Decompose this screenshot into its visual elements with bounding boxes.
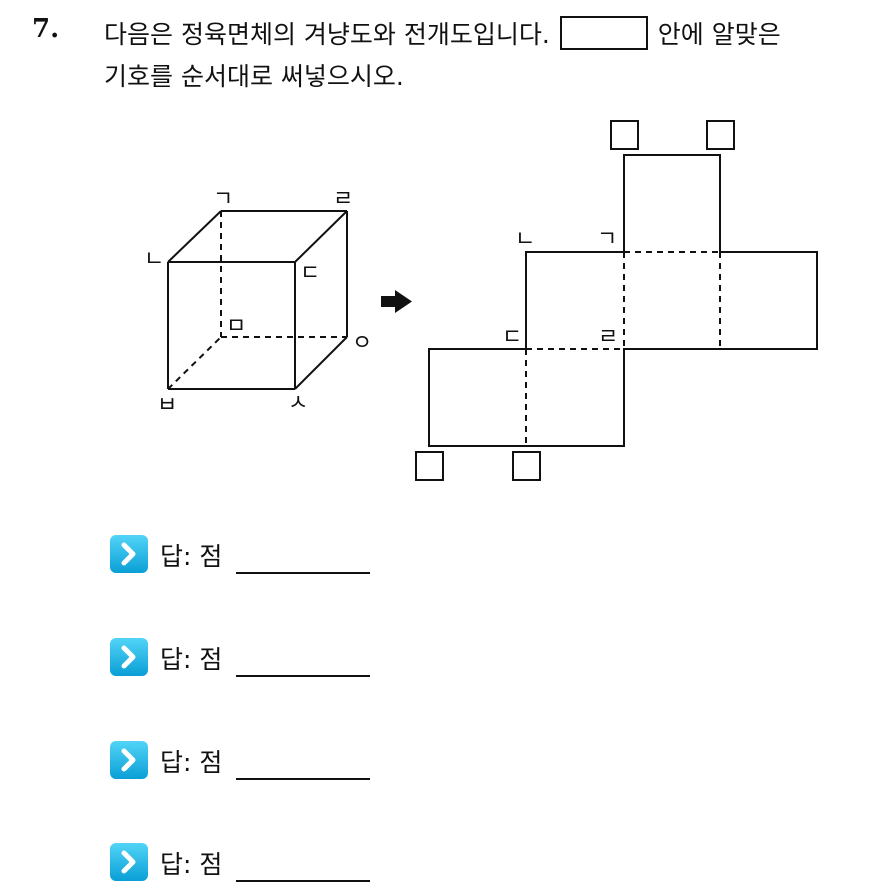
net-label-n: ㄴ: [515, 227, 535, 252]
net-blank-box-bottom-right: [512, 451, 541, 481]
question-text: 다음은 정육면체의 겨냥도와 전개도입니다. 안에 알맞은 기호를 순서대로 써넣…: [104, 14, 874, 98]
question-line2: 기호를 순서대로 써넣으시오.: [104, 62, 404, 91]
cube-label-g: ㄱ: [213, 187, 233, 212]
cube-hidden-edge: [167, 336, 222, 390]
question-number: 7.: [32, 14, 60, 44]
cube-edge: [294, 336, 348, 390]
cube-label-r: ㄹ: [333, 187, 353, 212]
cube-label-n: ㄴ: [144, 247, 164, 272]
cube-label-o: ㅇ: [352, 331, 372, 356]
chevron-right-icon: [110, 741, 148, 779]
net-label-d: ㄷ: [502, 325, 522, 350]
chevron-right-icon: [110, 535, 148, 573]
answer-input-line[interactable]: [236, 778, 370, 780]
question-line1-before: 다음은 정육면체의 겨냥도와 전개도입니다.: [104, 20, 550, 49]
answer-input-line[interactable]: [236, 572, 370, 574]
cube-label-s: ㅅ: [288, 391, 308, 416]
chevron-right-icon: [110, 843, 148, 881]
cube-label-b: ㅂ: [157, 393, 177, 418]
cube-edge: [167, 210, 222, 263]
net-blank-box-top-right: [706, 120, 735, 150]
answer-input-line[interactable]: [236, 675, 370, 677]
chevron-right-icon: [110, 638, 148, 676]
cube-label-d: ㄷ: [300, 261, 320, 286]
net-diagram: [415, 120, 818, 481]
net-label-g: ㄱ: [597, 227, 617, 252]
figure: ㄱ ㄹ ㄴ ㄷ ㅁ ㅇ ㅂ ㅅ ㄴ ㄱ ㄷ ㄹ: [144, 120, 818, 481]
answer-label: 답: 점: [160, 850, 223, 879]
blank-box: [559, 16, 648, 50]
net-blank-box-bottom-left: [415, 451, 444, 481]
net-fold-lines: [525, 251, 721, 446]
answer-label: 답: 점: [160, 645, 223, 674]
cube-hidden-edges: [167, 211, 347, 390]
cube-diagram: [167, 210, 348, 390]
cube-label-m: ㅁ: [226, 314, 246, 339]
cube-edge: [294, 210, 348, 263]
answer-label: 답: 점: [160, 748, 223, 777]
right-arrow-icon: [381, 290, 412, 313]
net-label-r: ㄹ: [598, 325, 618, 350]
answer-input-line[interactable]: [236, 880, 370, 882]
net-blank-box-top-left: [610, 120, 639, 150]
answer-label: 답: 점: [160, 542, 223, 571]
question-line1-after: 안에 알맞은: [657, 20, 781, 49]
